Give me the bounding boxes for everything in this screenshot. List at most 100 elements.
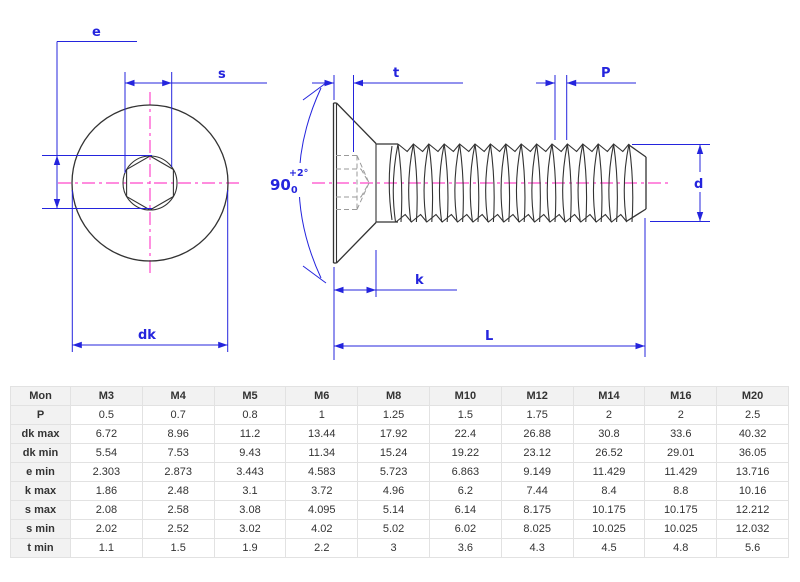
table-row-label: k max <box>10 481 71 501</box>
table-cell: 5.02 <box>357 519 430 539</box>
label-angle-tol-plus: +2° <box>289 168 308 179</box>
label-e: e <box>92 25 101 40</box>
table-column-header: M4 <box>141 386 215 406</box>
table-cell: 5.6 <box>716 538 789 558</box>
table-cell: 11.34 <box>285 443 359 463</box>
table-cell: 2 <box>644 405 718 425</box>
technical-drawing: e s dk <box>42 25 710 360</box>
thread-runout <box>388 145 393 221</box>
table-cell: 6.14 <box>428 500 502 520</box>
label-dk: dk <box>138 328 156 343</box>
thread-crests-top <box>397 143 630 153</box>
table-column-header: M6 <box>285 386 359 406</box>
dim-t: t <box>312 66 463 152</box>
table-cell: 7.44 <box>500 481 574 501</box>
table-row-label: e min <box>10 462 71 482</box>
table-cell: 11.2 <box>213 424 287 444</box>
dim-p: P <box>536 66 636 140</box>
dim-e: e <box>42 25 152 209</box>
table-cell: 2.52 <box>141 519 215 539</box>
screw-head <box>332 102 377 264</box>
table-cell: 30.8 <box>572 424 646 444</box>
table-row-label: P <box>10 405 71 425</box>
label-angle-tol-minus: 0 <box>291 185 298 196</box>
table-cell: 1.9 <box>213 538 287 558</box>
table-cell: 13.716 <box>716 462 789 482</box>
table-row-label: t min <box>10 538 71 558</box>
dim-s: s <box>124 67 267 173</box>
table-cell: 4.96 <box>357 481 430 501</box>
table-cell: 4.583 <box>285 462 359 482</box>
table-cell: 3.02 <box>213 519 287 539</box>
label-angle: 90 <box>270 176 291 194</box>
thread-tip <box>626 144 647 222</box>
table-cell: 9.149 <box>500 462 574 482</box>
table-cell: 1.25 <box>357 405 430 425</box>
table-cell: 33.6 <box>644 424 718 444</box>
table-cell: 2.58 <box>141 500 215 520</box>
table-cell: 1.75 <box>500 405 574 425</box>
table-cell: 26.52 <box>572 443 646 463</box>
table-cell: 8.8 <box>644 481 718 501</box>
table-cell: 3.72 <box>285 481 359 501</box>
dim-k: k <box>333 250 457 360</box>
table-cell: 0.5 <box>70 405 143 425</box>
table-cell: 1.5 <box>141 538 215 558</box>
front-view <box>58 92 242 274</box>
label-d: d <box>694 177 703 192</box>
threaded-shank <box>376 143 647 223</box>
table-cell: 11.429 <box>644 462 718 482</box>
table-cell: 4.095 <box>285 500 359 520</box>
table-cell: 26.88 <box>500 424 574 444</box>
table-cell: 5.723 <box>357 462 430 482</box>
table-column-header: M12 <box>500 386 574 406</box>
table-cell: 1.5 <box>428 405 502 425</box>
label-l: L <box>485 329 493 344</box>
label-t: t <box>393 66 399 81</box>
table-cell: 0.8 <box>213 405 287 425</box>
table-row-label: s min <box>10 519 71 539</box>
table-cell: 6.863 <box>428 462 502 482</box>
side-view <box>312 102 668 264</box>
table-cell: 7.53 <box>141 443 215 463</box>
table-cell: 5.14 <box>357 500 430 520</box>
table-cell: 3.1 <box>213 481 287 501</box>
table-cell: 22.4 <box>428 424 502 444</box>
table-cell: 4.5 <box>572 538 646 558</box>
table-cell: 11.429 <box>572 462 646 482</box>
table-column-header: M16 <box>644 386 718 406</box>
table-column-header: M14 <box>572 386 646 406</box>
table-cell: 23.12 <box>500 443 574 463</box>
table-cell: 13.44 <box>285 424 359 444</box>
table-cell: 2.08 <box>70 500 143 520</box>
table-row-label: dk min <box>10 443 71 463</box>
table-cell: 1.1 <box>70 538 143 558</box>
table-column-header: M20 <box>716 386 789 406</box>
table-cell: 0.7 <box>141 405 215 425</box>
table-cell: 3.08 <box>213 500 287 520</box>
dim-d: d <box>632 144 710 222</box>
table-cell: 1 <box>285 405 359 425</box>
table-cell: 2 <box>572 405 646 425</box>
table-row-label: dk max <box>10 424 71 444</box>
table-cell: 6.2 <box>428 481 502 501</box>
table-cell: 2.5 <box>716 405 789 425</box>
table-cell: 2.48 <box>141 481 215 501</box>
table-cell: 8.96 <box>141 424 215 444</box>
table-cell: 12.032 <box>716 519 789 539</box>
table-cell: 40.32 <box>716 424 789 444</box>
table-cell: 12.212 <box>716 500 789 520</box>
table-cell: 5.54 <box>70 443 143 463</box>
table-cell: 3 <box>357 538 430 558</box>
thread-crests-bottom <box>395 213 628 223</box>
table-cell: 10.025 <box>572 519 646 539</box>
table-column-header: M8 <box>357 386 430 406</box>
